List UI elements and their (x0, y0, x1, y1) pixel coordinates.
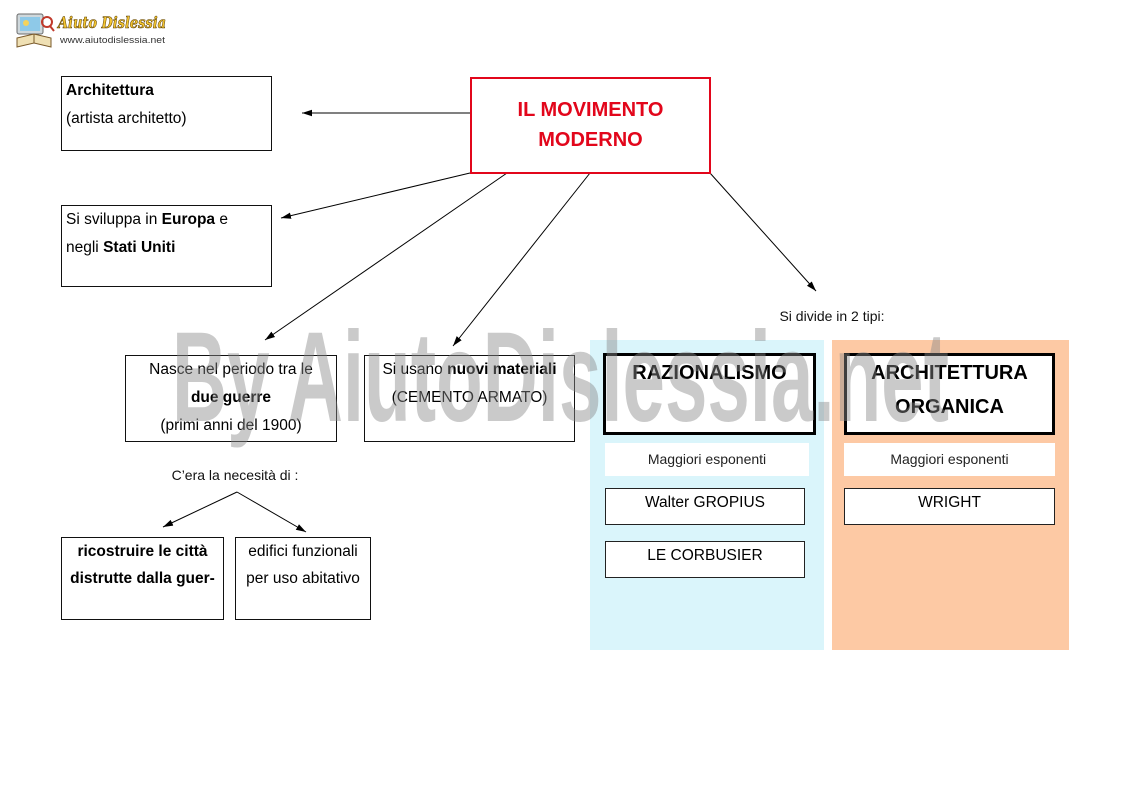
sviluppo-line-2: negli Stati Uniti (66, 234, 271, 262)
nasce-line-3: (primi anni del 1900) (160, 417, 302, 434)
nasce-box: Nasce nel periodo tra le due guerre (pri… (125, 355, 337, 442)
arrow-to-sviluppo (280, 172, 471, 219)
architettura-line-1: Architettura (66, 77, 271, 105)
europa-label: Europa (161, 211, 216, 228)
nuovi-materiali-label: nuovi materiali (447, 361, 557, 378)
logo-graphic: Aiuto Dislessia www.aiutodislessia.net (16, 13, 166, 48)
organica-box: ARCHITETTURA ORGANICA (844, 353, 1055, 435)
materiali-line-1: Si usano nuovi materiali (365, 356, 574, 384)
architettura-box: Architettura (artista architetto) (61, 76, 272, 151)
razionalismo-title: RAZIONALISMO (632, 362, 787, 384)
organica-title-line-2: ORGANICA (895, 396, 1004, 418)
logo-icon (16, 13, 55, 48)
nasce-line-1: Nasce nel periodo tra le (149, 361, 313, 378)
main-title-line-2: MODERNO (538, 129, 643, 151)
razionalismo-box: RAZIONALISMO (603, 353, 816, 435)
tipi-label: Si divide in 2 tipi: (779, 308, 885, 324)
sviluppo-line-1: Si sviluppa in Europa e (66, 206, 271, 234)
sviluppo-text-2: negli (66, 239, 104, 256)
necessita-label: C’era la necesità di : (171, 467, 299, 483)
sviluppo-box: Si sviluppa in Europa e negli Stati Unit… (61, 205, 272, 287)
materiali-text: Si usano (382, 361, 448, 378)
exponent-le-corbusier: LE CORBUSIER (605, 541, 805, 578)
sviluppo-text: Si sviluppa in (66, 211, 162, 228)
arrow-to-ricostruire (162, 491, 238, 528)
architettura-note: (artista architetto) (66, 110, 187, 127)
arrow-to-tipi (709, 172, 817, 292)
edifici-line-1: edifici funzionali (248, 543, 358, 560)
stati-uniti-label: Stati Uniti (103, 239, 176, 256)
logo: Aiuto Dislessia www.aiutodislessia.net (14, 10, 169, 50)
organica-title-line-1: ARCHITETTURA (871, 362, 1028, 384)
architettura-title: Architettura (66, 82, 154, 99)
nasce-line-2: due guerre (126, 384, 336, 412)
ricostruire-box: ricostruire le città distrutte dalla gue… (61, 537, 224, 620)
exponent-gropius: Walter GROPIUS (605, 488, 805, 525)
organica-exponents-label: Maggiori esponenti (844, 443, 1055, 476)
ricostruire-line-2: distrutte dalla guer- (70, 570, 215, 587)
arrow-to-nasce (264, 172, 508, 341)
main-title-line-1: IL MOVIMENTO (517, 99, 664, 121)
arrow-to-edifici (236, 491, 307, 533)
main-topic-box: IL MOVIMENTO MODERNO (470, 77, 711, 174)
logo-url: www.aiutodislessia.net (59, 35, 165, 46)
razionalismo-exponents-label: Maggiori esponenti (605, 443, 809, 476)
edifici-line-2: per uso abitativo (246, 570, 360, 587)
logo-title: Aiuto Dislessia (56, 13, 166, 32)
arrow-to-materiali (452, 172, 591, 347)
due-guerre-label: due guerre (190, 389, 272, 406)
materiali-box: Si usano nuovi materiali (CEMENTO ARMATO… (364, 355, 575, 442)
sviluppo-conjunction: e (215, 211, 228, 228)
ricostruire-line-1: ricostruire le città (77, 543, 208, 560)
edifici-box: edifici funzionali per uso abitativo (235, 537, 371, 620)
exponent-wright: WRIGHT (844, 488, 1055, 525)
materiali-line-2: (CEMENTO ARMATO) (391, 389, 548, 406)
